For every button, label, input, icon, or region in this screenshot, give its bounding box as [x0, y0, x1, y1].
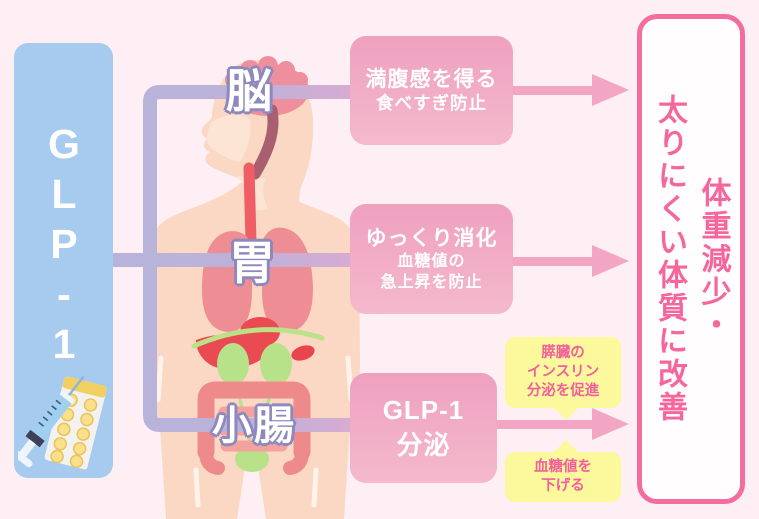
medication-icons [18, 375, 107, 470]
result-panel: 体重減少・太りにくい体質に改善 [637, 14, 745, 504]
effect-stomach-line2: 血糖値の [397, 252, 466, 270]
arrow-shaft [513, 256, 592, 266]
organ-label-small-intestine: 小腸 [212, 404, 296, 448]
effect-intestine-line2: 分泌 [396, 430, 451, 460]
spleen-organ [291, 345, 315, 361]
glp1-source-panel: GLP-1 [14, 43, 113, 478]
effect-stomach-line3: 急上昇を防止 [380, 273, 483, 291]
arrow-stomach-to-result [513, 245, 629, 277]
leg-highlight-left [193, 467, 201, 508]
effect-box-small-intestine: GLP-1 分泌 [350, 373, 497, 483]
note-lower-blood-sugar: 血糖値を 下げる [505, 440, 621, 502]
note-pancreas-line1: 膵臓の [541, 345, 585, 362]
arrow-shaft [513, 85, 592, 95]
result-text: 体重減少・太りにくい体質に改善 [648, 19, 735, 499]
kidneys-organ [217, 343, 292, 385]
result-line1: 体重減少・ [696, 176, 730, 342]
face-highlight [207, 114, 251, 162]
note-pancreas-insulin: 膵臓の インスリン 分泌を促進 [505, 337, 621, 420]
effect-box-brain: 満腹感を得る 食べすぎ防止 [350, 36, 513, 145]
organ-label-brain: 脳 [226, 65, 274, 117]
effect-brain-line2: 食べすぎ防止 [376, 93, 487, 114]
effect-brain-line1: 満腹感を得る [365, 67, 498, 91]
syringe-icon [18, 375, 85, 468]
note-glucose-line2: 下げる [541, 478, 585, 494]
leg-highlight-right [311, 467, 319, 508]
intestines-organ [197, 381, 311, 475]
arrow-shaft [497, 419, 592, 429]
note-glucose-line1: 血糖値を [534, 459, 592, 476]
effect-box-stomach: ゆっくり消化 血糖値の 急上昇を防止 [350, 204, 513, 314]
effect-intestine-line1: GLP-1 [382, 394, 465, 425]
effect-stomach-line1: ゆっくり消化 [365, 226, 498, 250]
note-pancreas-line2: インスリン [526, 364, 600, 381]
note-pancreas-line3: 分泌を促進 [526, 382, 600, 399]
arrow-head-icon [592, 408, 629, 440]
diaphragm-line [191, 327, 325, 349]
arrow-intestine-to-result [497, 408, 629, 440]
arrow-head-icon [592, 74, 629, 106]
arrow-head-icon [592, 245, 629, 277]
bladder-organ [235, 446, 269, 472]
arm-highlight-left [155, 355, 164, 403]
organ-label-stomach: 胃 [229, 237, 277, 289]
arrow-brain-to-result [513, 74, 629, 106]
glp1-label: GLP-1 [41, 121, 87, 371]
result-line2: 太りにくい体質に改善 [653, 94, 686, 424]
